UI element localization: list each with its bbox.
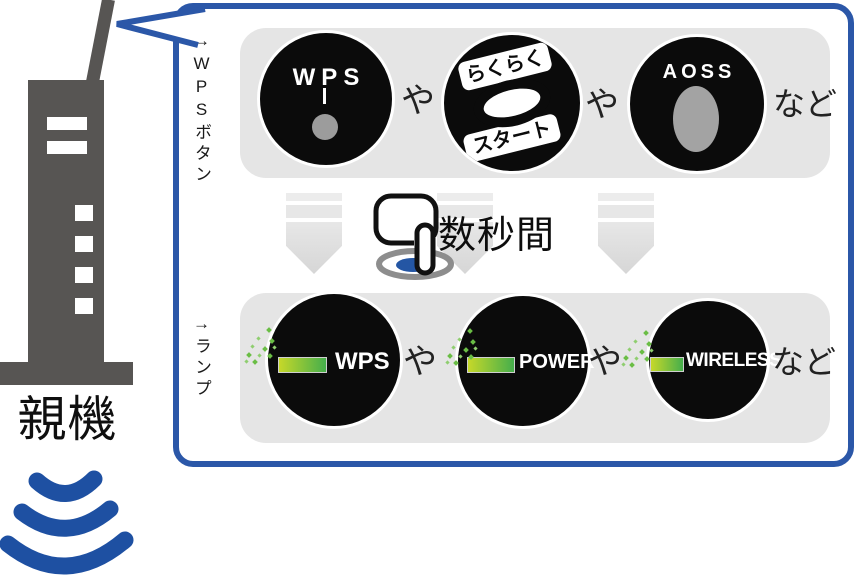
down-arrow-icon: [598, 193, 654, 274]
router-body-icon: [28, 80, 104, 362]
router-base-icon: [0, 362, 133, 385]
lamp-side-label: →ランプ: [192, 314, 211, 400]
or-separator: や: [585, 86, 619, 124]
router-led-window: [75, 298, 93, 314]
or-separator: や: [588, 343, 622, 381]
or-separator: や: [403, 343, 437, 381]
callout-tail: [116, 6, 206, 48]
down-arrow-icon: [437, 193, 493, 274]
lamp-label: WIRELESS: [686, 350, 782, 371]
wps-button-side-label: →WPSボタン: [192, 31, 211, 186]
press-duration-label: 数秒間: [438, 215, 556, 257]
router-vent-slot: [47, 117, 87, 130]
blink-sparkles-icon: [244, 325, 279, 367]
lamp-label: WPS: [335, 348, 390, 375]
blink-sparkles-icon: [621, 328, 656, 370]
wps-button-tick: [323, 88, 326, 104]
wifi-waves-icon: [0, 470, 134, 575]
router-vent-slot: [47, 141, 87, 154]
device-label: 親機: [17, 393, 118, 447]
wps-lamp: WPS: [265, 291, 403, 429]
rakuraku-start-button: らくらく スタート: [441, 32, 583, 174]
etc-label: など: [772, 344, 837, 380]
green-lamp-bar: [278, 357, 327, 373]
aoss-button-label: AOSS: [662, 61, 736, 83]
aoss-push-button: AOSS: [627, 34, 767, 174]
down-arrow-icon: [286, 193, 342, 274]
pressing-hand-icon: [373, 193, 454, 280]
router-led-window: [75, 236, 93, 252]
router-led-window: [75, 205, 93, 221]
wps-push-button: WPS: [257, 30, 395, 168]
wps-button-dot: [312, 114, 338, 140]
etc-label: など: [773, 86, 838, 122]
or-separator: や: [401, 82, 435, 120]
wireless-lamp: WIRELESS: [646, 298, 782, 422]
green-lamp-bar: [650, 357, 684, 372]
blink-sparkles-icon: [445, 326, 480, 368]
router-led-window: [75, 267, 93, 283]
lamp-label: POWER: [519, 351, 595, 373]
aoss-button-oval: [673, 86, 719, 152]
green-lamp-bar: [467, 357, 515, 373]
wps-button-label: WPS: [292, 64, 366, 91]
